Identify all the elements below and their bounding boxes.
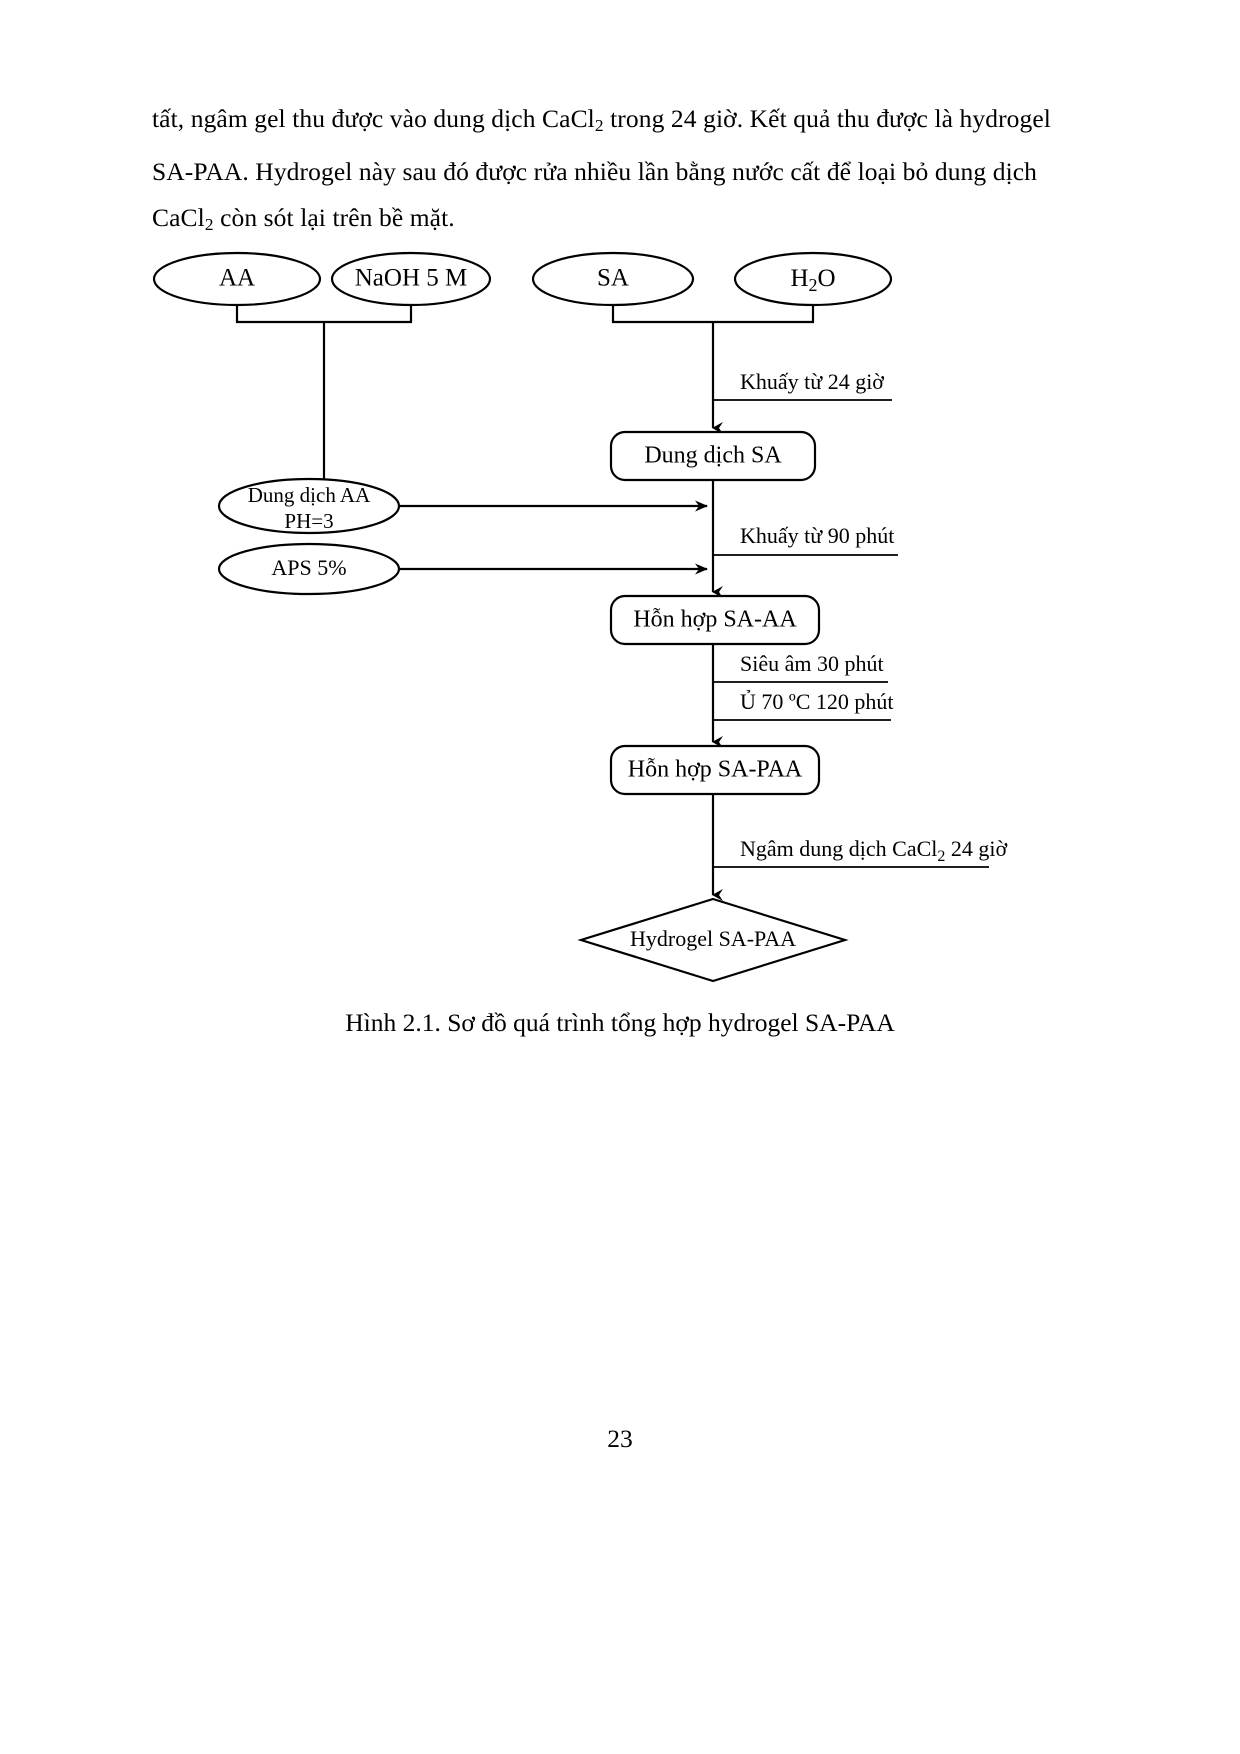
node-dung-dich-sa-label: Dung dịch SA (644, 443, 782, 469)
node-h2o: H2O (733, 251, 893, 307)
node-h2o-label: H2O (790, 265, 835, 295)
edge-label-ultrasound: Siêu âm 30 phút (713, 651, 888, 683)
node-h2o-label-sub: 2 (809, 275, 818, 295)
edge-label-soak-prefix: Ngâm dung dịch CaCl (740, 836, 937, 861)
edge-label-soak: Ngâm dung dịch CaCl2 24 giờ (713, 836, 1007, 868)
body-paragraph: tất, ngâm gel thu được vào dung dịch CaC… (152, 96, 1090, 248)
paragraph-line-3: CaCl2 còn sót lại trên bề mặt. (152, 195, 1090, 248)
node-aps: APS 5% (217, 542, 401, 596)
node-h2o-label-main: H (790, 265, 808, 292)
connector-right-bracket (611, 305, 815, 434)
node-naoh-label: NaOH 5 M (355, 265, 468, 292)
node-naoh: NaOH 5 M (330, 251, 492, 307)
paragraph-line-1: tất, ngâm gel thu được vào dung dịch CaC… (152, 96, 1090, 149)
node-sa: SA (531, 251, 695, 307)
edge-label-stir-24h-text: Khuấy từ 24 giờ (740, 369, 884, 394)
line1-seg1: tất, ngâm gel thu được vào dung dịch CaC… (152, 104, 595, 133)
line1-seg3: trong 24 giờ. Kết quả thu được là hydrog… (603, 104, 1051, 133)
node-dung-dich-aa-label-line2: PH=3 (284, 509, 333, 533)
edge-label-stir-90min: Khuấy từ 90 phút (713, 523, 898, 556)
node-aa-label: AA (219, 265, 255, 292)
figure-caption: Hình 2.1. Sơ đồ quá trình tổng hợp hydro… (345, 1008, 895, 1037)
line1-subscript: 2 (594, 115, 604, 135)
node-hon-hop-sa-paa-label: Hỗn hợp SA-PAA (628, 757, 803, 783)
node-dung-dich-aa: Dung dịch AA PH=3 (217, 477, 401, 535)
node-dung-dich-aa-label-line1: Dung dịch AA (248, 483, 371, 507)
node-hon-hop-sa-aa: Hỗn hợp SA-AA (609, 594, 821, 646)
node-aps-label: APS 5% (271, 555, 346, 580)
connector-left-bracket (235, 305, 413, 493)
node-aa: AA (152, 251, 322, 307)
edge-label-incubate: Ủ 70 ºC 120 phút (713, 689, 894, 721)
edge-label-ultrasound-text: Siêu âm 30 phút (740, 651, 884, 676)
edge-label-stir-90min-text: Khuấy từ 90 phút (740, 523, 894, 548)
node-hydrogel: Hydrogel SA-PAA (577, 897, 849, 983)
page-number: 23 (607, 1424, 633, 1453)
edge-label-soak-text: Ngâm dung dịch CaCl2 24 giờ (740, 836, 1007, 865)
line3-seg1: CaCl (152, 202, 205, 232)
line3-seg3: còn sót lại trên bề mặt. (213, 202, 455, 232)
edge-label-soak-sub: 2 (937, 848, 945, 865)
node-hydrogel-label: Hydrogel SA-PAA (630, 926, 796, 951)
paragraph-line-2: SA-PAA. Hydrogel này sau đó được rửa nhi… (152, 156, 1038, 186)
edge-label-stir-24h: Khuấy từ 24 giờ (713, 369, 892, 401)
edge-label-incubate-text: Ủ 70 ºC 120 phút (740, 689, 894, 714)
edge-label-soak-suffix: 24 giờ (945, 836, 1007, 861)
node-hon-hop-sa-paa: Hỗn hợp SA-PAA (609, 744, 821, 796)
node-h2o-label-tail: O (818, 265, 836, 292)
node-dung-dich-sa: Dung dịch SA (609, 430, 817, 482)
node-hon-hop-sa-aa-label: Hỗn hợp SA-AA (633, 607, 797, 633)
line3-subscript: 2 (204, 214, 214, 234)
node-sa-label: SA (597, 265, 629, 292)
